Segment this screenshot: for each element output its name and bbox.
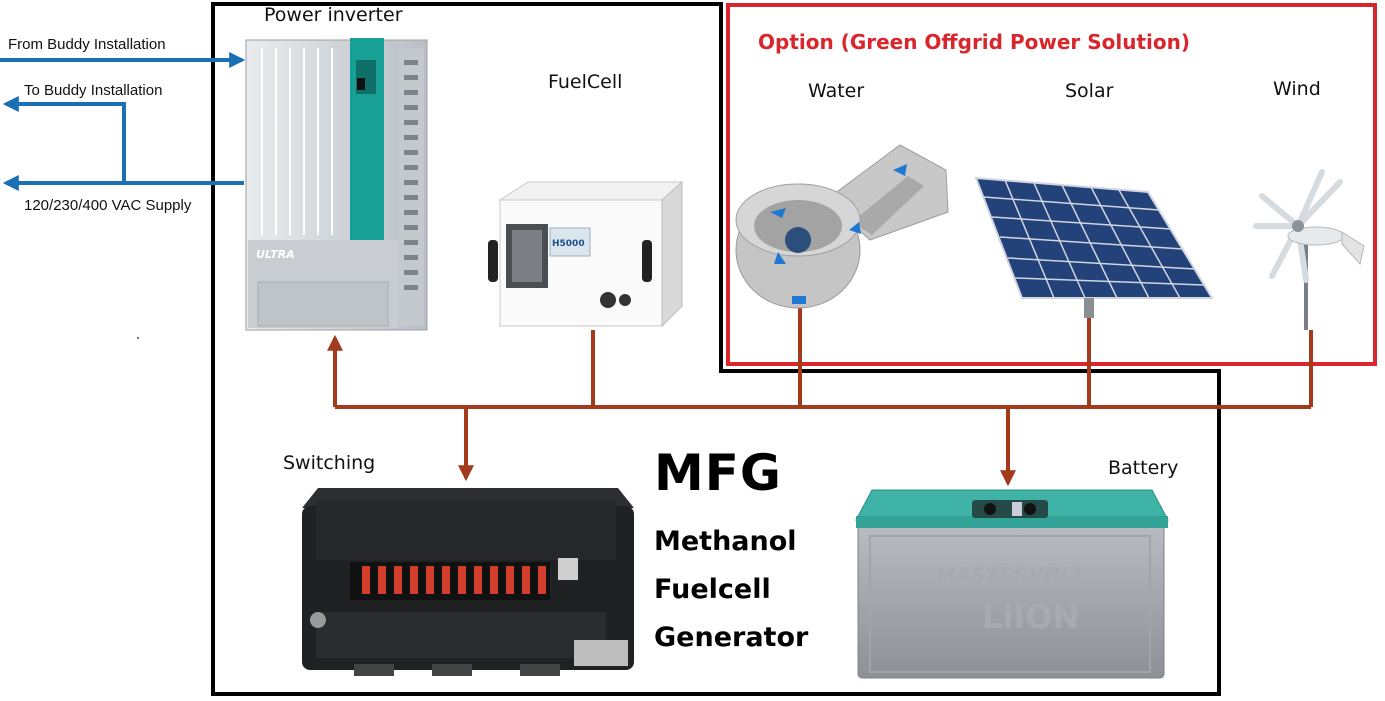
fuelcell-label: FuelCell (548, 71, 623, 93)
option-title: Option (Green Offgrid Power Solution) (758, 30, 1190, 54)
wind-label: Wind (1273, 78, 1321, 100)
inverter-badge: ULTRA (256, 248, 295, 261)
option-frame (726, 3, 1377, 366)
stray-dot (137, 337, 139, 339)
ac-lines (0, 52, 246, 191)
power-inverter-device: ULTRA (245, 38, 428, 331)
to-buddy-arrow (2, 96, 126, 183)
fuelcell-device: H5000 (488, 180, 684, 328)
mfg-acronym: MFG (654, 444, 782, 502)
switching-device (302, 488, 634, 676)
water-label: Water (808, 80, 865, 102)
mfg-line-generator: Generator (654, 622, 809, 653)
solar-label: Solar (1065, 80, 1114, 102)
system-frame (211, 2, 1221, 696)
fuelcell-badge: H5000 (552, 239, 585, 249)
to-buddy-label: To Buddy Installation (24, 82, 163, 99)
mfg-line-methanol: Methanol (654, 526, 797, 557)
switching-label: Switching (283, 452, 376, 474)
dc-bus (327, 300, 1313, 487)
from-buddy-label: From Buddy Installation (8, 36, 166, 53)
water-turbine-device (735, 144, 949, 309)
wind-turbine-device (1253, 169, 1365, 330)
battery-label: Battery (1108, 457, 1179, 479)
battery-device: MASTERVOLT LiION (855, 489, 1169, 679)
mfg-line-fuelcell: Fuelcell (654, 574, 771, 605)
battery-model: LiION (982, 598, 1079, 636)
battery-brand: MASTERVOLT (936, 563, 1085, 587)
solar-panel-device (974, 176, 1214, 318)
power-inverter-label: Power inverter (264, 4, 403, 26)
ac-supply-label: 120/230/400 VAC Supply (24, 197, 192, 214)
